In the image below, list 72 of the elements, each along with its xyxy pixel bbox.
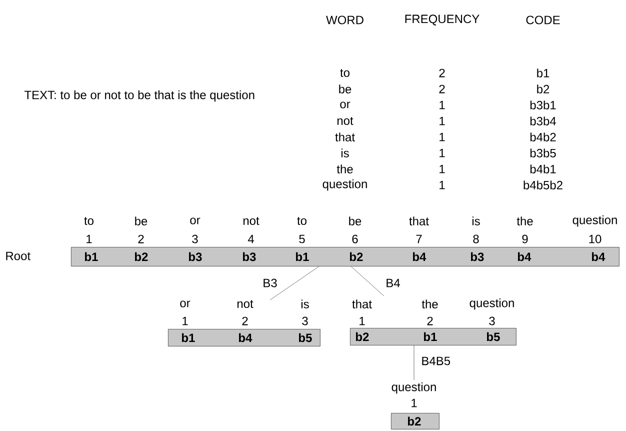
index-number: 3: [489, 316, 495, 326]
word-label: that: [352, 300, 372, 308]
code-bar: b1 b4 b5: [168, 329, 320, 346]
table-cell: b3b5: [530, 148, 556, 158]
table-cell: 2: [439, 68, 445, 78]
index-number: 5: [299, 234, 305, 244]
index-number: 3: [192, 234, 198, 244]
index-number: 9: [522, 234, 528, 244]
word-label: to: [297, 217, 306, 225]
table-cell: b2: [537, 84, 550, 94]
index-number: 1: [360, 316, 365, 326]
table-cell: the: [336, 164, 353, 174]
connector-line: [350, 266, 384, 296]
table-cell: 2: [439, 84, 445, 94]
table-cell: 1: [440, 116, 445, 126]
word-label: question: [572, 215, 617, 227]
table-cell: is: [341, 148, 349, 158]
code-bar: b2 b1 b5: [350, 328, 516, 346]
word-label: or: [190, 218, 200, 224]
table-cell: be: [339, 84, 352, 94]
table-cell: b1: [537, 68, 550, 78]
connector-line: [270, 266, 320, 300]
table-cell: 1: [440, 180, 445, 190]
code-bar: b2: [391, 413, 440, 430]
table-cell: 1: [440, 164, 445, 174]
code-bar: b1 b2 b3 b3 b1 b2 b4 b3 b4 b4: [71, 247, 620, 266]
edge-label: B3: [264, 278, 277, 288]
word-label: the: [516, 216, 533, 226]
index-number: 2: [242, 316, 248, 326]
word-label: that: [409, 216, 429, 226]
index-number: 3: [302, 316, 308, 326]
word-label: is: [301, 300, 309, 308]
table-cell: 1: [440, 148, 445, 158]
index-number: 6: [352, 234, 358, 244]
word-label: be: [349, 216, 362, 226]
row-label: Root: [6, 252, 30, 260]
word-label: or: [180, 300, 190, 308]
table-cell: 1: [440, 100, 445, 110]
table-cell: not: [337, 117, 354, 125]
index-number: 1: [412, 398, 417, 408]
index-number: 10: [589, 234, 602, 244]
table-cell: 1: [440, 132, 445, 142]
word-label: is: [472, 216, 480, 226]
index-number: 2: [138, 234, 144, 244]
table-cell: that: [335, 132, 355, 142]
edge-label: B4B5: [422, 356, 450, 366]
index-number: 7: [416, 234, 422, 244]
edge-label: B4: [386, 278, 400, 288]
word-label: question: [470, 298, 514, 310]
index-number: 8: [473, 234, 479, 244]
index-number: 1: [86, 234, 92, 244]
table-cell: or: [340, 102, 350, 108]
table-cell: b3b1: [530, 100, 556, 110]
word-label: not: [237, 300, 254, 308]
table-cell: to: [340, 69, 350, 77]
word-label: be: [135, 216, 148, 226]
word-label: question: [392, 382, 436, 394]
table-cell: b3b4: [530, 116, 556, 126]
index-number: 1: [182, 316, 188, 326]
word-label: the: [422, 300, 438, 308]
table-cell: b4b5b2: [524, 180, 562, 190]
table-cell: b4b2: [530, 132, 556, 142]
table-cell: question: [322, 179, 367, 191]
column-header: CODE: [526, 16, 560, 24]
text-line: TEXT: to be or not to be that is the question: [24, 90, 254, 102]
column-header: FREQUENCY: [405, 14, 480, 26]
index-number: 4: [248, 234, 254, 244]
table-cell: b4b1: [530, 164, 556, 174]
word-label: to: [84, 217, 94, 225]
index-number: 2: [427, 316, 433, 326]
word-label: not: [243, 217, 260, 225]
column-header: WORD: [326, 16, 364, 24]
